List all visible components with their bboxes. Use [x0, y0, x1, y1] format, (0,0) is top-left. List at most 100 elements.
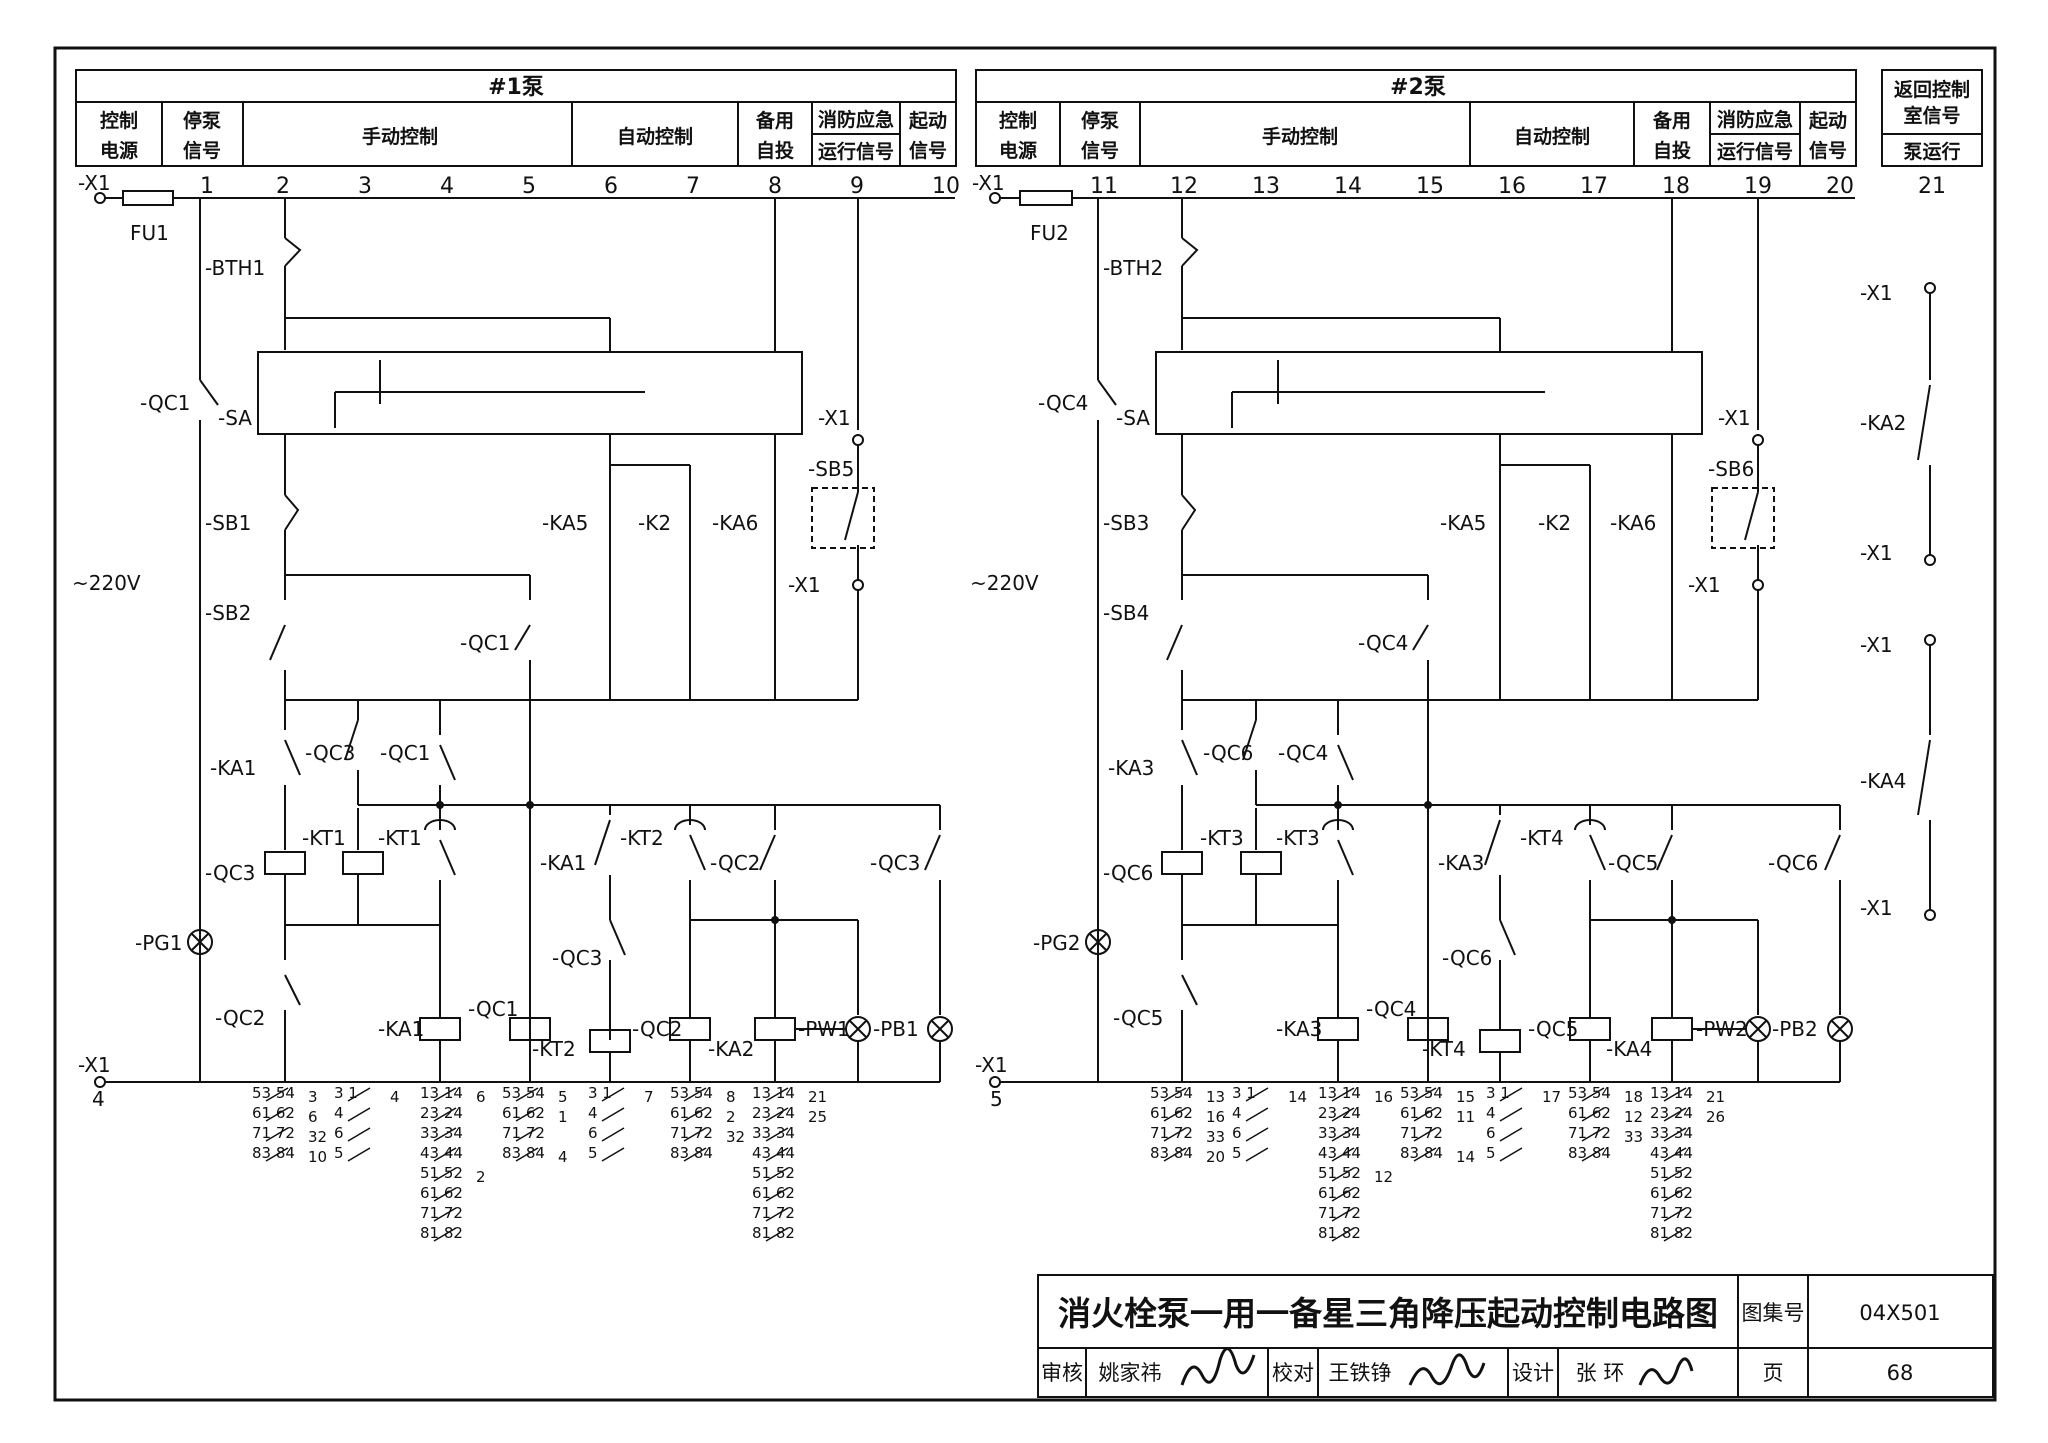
contact-table-cell: 83 84: [1150, 1144, 1193, 1162]
contact-symbol: [1663, 1147, 1687, 1162]
contact-table-cell: 6: [1486, 1124, 1496, 1142]
pump2-title: #2泵: [1390, 75, 1446, 100]
pump2-label-ka3-a: -KA3: [1108, 756, 1154, 780]
pump1-label-x1-b: -X1: [788, 573, 821, 597]
pump2-label-x1-b: -X1: [1688, 573, 1721, 597]
pump2-label-ka3-b: -KA3: [1276, 1017, 1322, 1041]
contact-symbol: [433, 1087, 457, 1102]
contact-symbol: [1663, 1087, 1687, 1102]
pump2-terminal-bottom: -X1: [975, 1053, 1008, 1077]
contact-symbol: [765, 1107, 789, 1122]
pump2-label-pg2: -PG2: [1033, 931, 1081, 955]
pump1-label-ka1-a: -KA1: [210, 756, 256, 780]
pump1-col-4: 4: [440, 174, 454, 199]
pump1-label-pg1: -PG1: [135, 931, 183, 955]
contact-table-ref: 1: [558, 1108, 568, 1126]
pump2-col-17: 17: [1580, 174, 1608, 199]
contact-symbol: [1331, 1147, 1355, 1162]
contact-table-cell: 71 72: [502, 1124, 545, 1142]
return-label-ka4: -KA4: [1860, 769, 1906, 793]
contact-symbol: [265, 1147, 289, 1162]
pump2-label-x1-a: -X1: [1718, 406, 1751, 430]
contact-table-ref: 14: [1456, 1148, 1475, 1166]
contact-table-cell: 6: [334, 1124, 344, 1142]
pump2-header: [975, 69, 1857, 167]
contact-table-cell: 61 62: [1400, 1104, 1443, 1122]
contact-table-ref: 12: [1624, 1108, 1643, 1126]
contact-symbol: [1663, 1187, 1687, 1202]
contact-table-ref: 11: [1456, 1108, 1475, 1126]
contact-table-ref: 6: [308, 1108, 318, 1126]
contact-table-cell: 13 14: [752, 1084, 795, 1102]
pump2-label-qc5-a: -QC5: [1113, 1006, 1163, 1030]
contact-symbol: [1499, 1127, 1523, 1142]
pump1-label-kt1-a: -KT1: [302, 826, 346, 850]
pump1-hdr-start-1: 起动: [908, 110, 947, 132]
contact-symbol: [1581, 1147, 1605, 1162]
contact-table-cell: 61 62: [252, 1104, 295, 1122]
pump2-label-qc4-d: -QC4: [1366, 997, 1416, 1021]
contact-table-cell: 43 44: [752, 1144, 795, 1162]
contact-table-cell: 61 62: [502, 1104, 545, 1122]
pump2-label-ka5: -KA5: [1440, 511, 1486, 535]
contact-table-ref: 5: [558, 1088, 568, 1106]
contact-table-cell: 3 1: [334, 1084, 358, 1102]
pump1-hdr-emerg-2: 运行信号: [818, 140, 894, 163]
contact-symbol: [1499, 1087, 1523, 1102]
contact-table-cell: 61 62: [752, 1184, 795, 1202]
pump2-label-pb2: -PB2: [1772, 1017, 1818, 1041]
contact-symbol: [1663, 1207, 1687, 1222]
sheet-border: [53, 46, 1997, 1402]
pump1-col-5: 5: [522, 174, 536, 199]
contact-table-cell: 61 62: [1150, 1104, 1193, 1122]
pump1-label-sb1: -SB1: [205, 511, 251, 535]
atlas-label: 图集号: [1742, 1301, 1805, 1325]
contact-symbol: [683, 1147, 707, 1162]
contact-symbol: [1581, 1087, 1605, 1102]
contact-table-ref: 12: [1374, 1168, 1393, 1186]
pump1-label-ka2: -KA2: [708, 1037, 754, 1061]
pump1-label-kt1-b: -KT1: [378, 826, 422, 850]
pump1-hdr-start-2: 信号: [909, 139, 947, 162]
return-panel-header-3: 泵运行: [1903, 140, 1960, 163]
pump1-label-kt2-a: -KT2: [532, 1037, 576, 1061]
return-label-ka2: -KA2: [1860, 411, 1906, 435]
contact-table-cell: 71 72: [1150, 1124, 1193, 1142]
contact-table-ref: 20: [1206, 1148, 1225, 1166]
pump1-label-bth1: -BTH1: [205, 256, 265, 280]
pump1-voltage: ~220V: [72, 571, 141, 595]
pump2-column-numbers: 11 12 13 14 15 16 17 18 19 20: [1090, 174, 1854, 199]
contact-symbol: [683, 1107, 707, 1122]
contact-symbol: [433, 1187, 457, 1202]
contact-table-ref: 6: [476, 1088, 486, 1106]
contact-table-cell: 4: [334, 1104, 344, 1122]
contact-table-cell: 71 72: [420, 1204, 463, 1222]
pump2-label-qc4-b: -QC4: [1358, 631, 1408, 655]
pump2-col-13: 13: [1252, 174, 1280, 199]
pump2-hdr-power-2: 电源: [999, 139, 1037, 162]
contact-table-cell: 23 24: [1318, 1104, 1361, 1122]
contact-symbol: [1331, 1107, 1355, 1122]
contact-symbol: [765, 1167, 789, 1182]
contact-symbol: [347, 1087, 371, 1102]
pump2-wiring: [989, 190, 1855, 1088]
return-label-x1-c: -X1: [1860, 633, 1893, 657]
pump1-hdr-stop-2: 信号: [183, 139, 221, 162]
contact-table-cell: 43 44: [420, 1144, 463, 1162]
contact-table-ref: 18: [1624, 1088, 1643, 1106]
pump2-label-sa: -SA: [1116, 406, 1150, 430]
contact-table-cell: 3 1: [1486, 1084, 1510, 1102]
contact-table-cell: 51 52: [420, 1164, 463, 1182]
pump1-col-1: 1: [200, 174, 214, 199]
contact-table-cell: 71 72: [252, 1124, 295, 1142]
contact-table-cell: 53 54: [1400, 1084, 1443, 1102]
pump1-col-2: 2: [276, 174, 290, 199]
contact-table-ref: 32: [308, 1128, 327, 1146]
pump1-hdr-manual: 手动控制: [362, 125, 438, 148]
pump1-label-qc3-b: -QC3: [205, 861, 255, 885]
contact-table-cell: 43 44: [1318, 1144, 1361, 1162]
pump2-col-15: 15: [1416, 174, 1444, 199]
pump2-voltage: ~220V: [970, 571, 1039, 595]
